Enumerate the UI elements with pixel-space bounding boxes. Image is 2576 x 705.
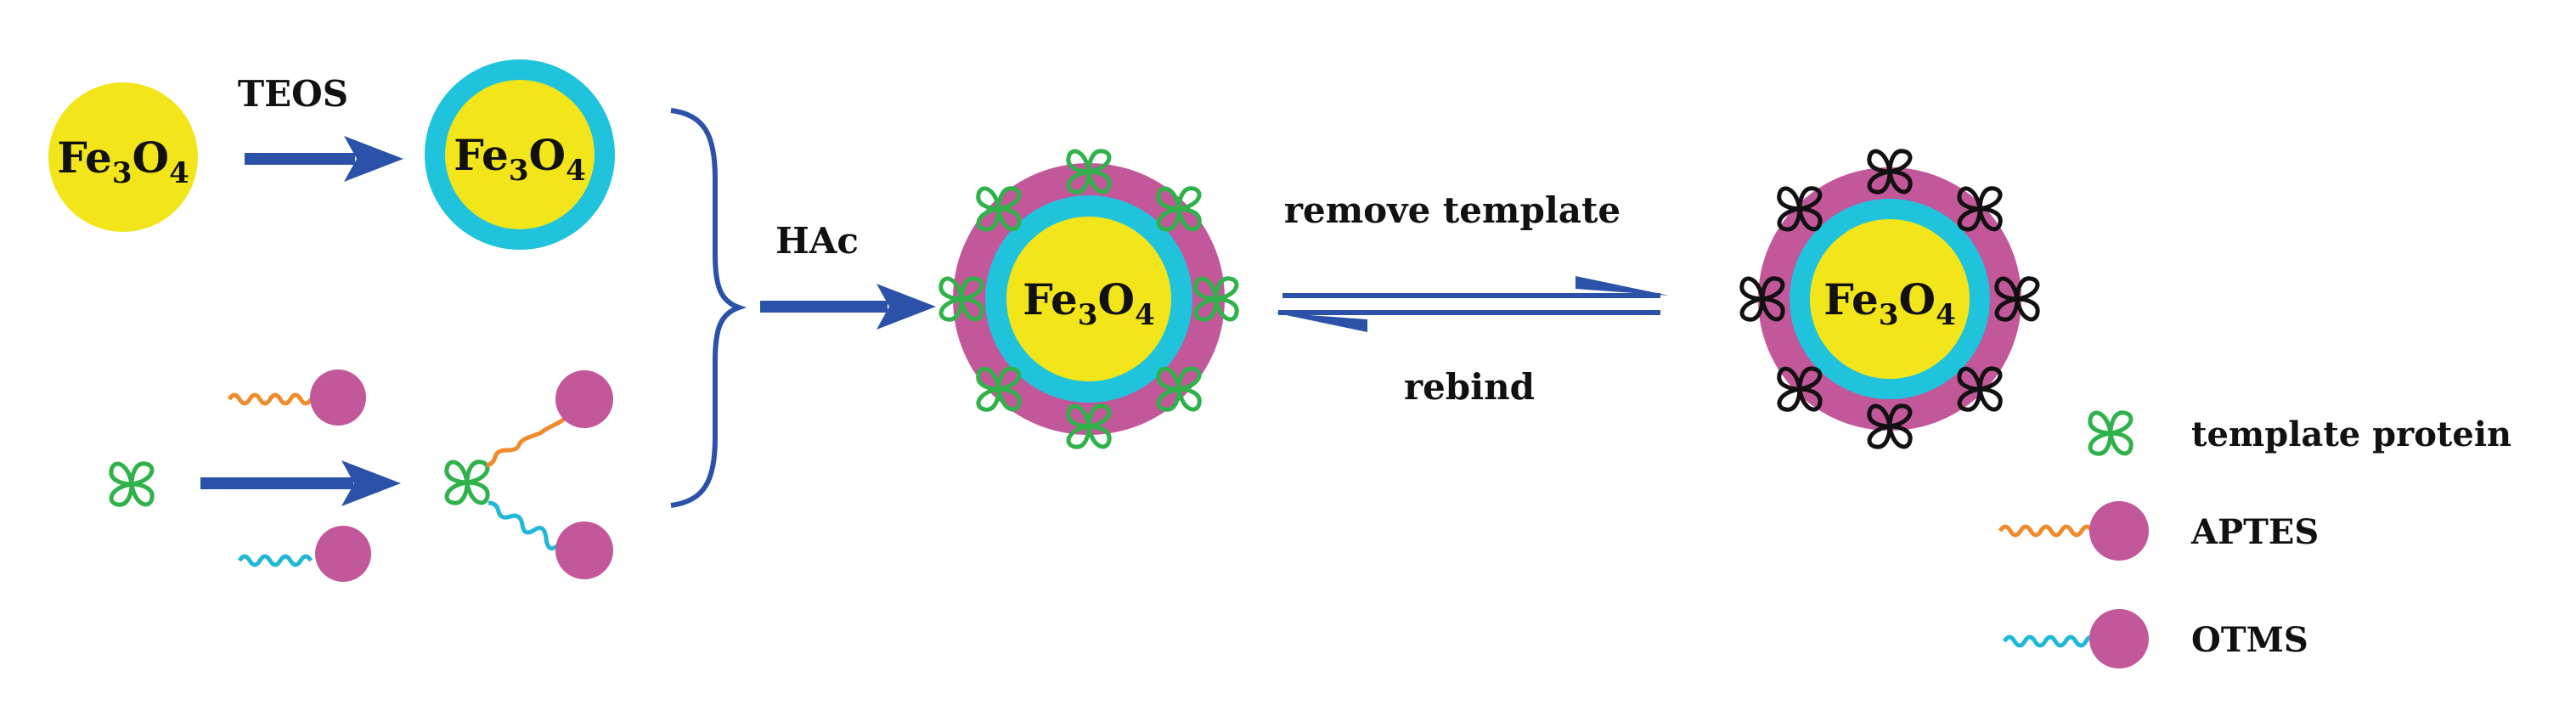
legend-otms-label: OTMS [2191,620,2308,660]
reversible-arrow [1274,276,1669,332]
hac-label: HAc [775,220,859,262]
legend-aptes-label: APTES [2190,512,2319,552]
template-protein-icon-free [111,464,152,505]
core-label-4: Fe3O4 [1823,274,1955,332]
rebind-label: rebind [1404,366,1535,408]
legend-template-protein: template protein [2090,413,2511,454]
template-protein-icon-complex [447,462,488,503]
legend-otms: OTMS [2002,609,2308,668]
curly-brace [670,108,747,508]
hac-arrow [760,284,936,330]
core-label-1: Fe3O4 [57,133,189,190]
teos-arrow [245,136,403,182]
imprinted-particle-with-template: Fe3O4 [941,151,1237,447]
teos-label: TEOS [238,73,348,115]
aptes-monomer [227,369,366,426]
assembly-arrow [200,460,401,506]
protein-monomer-complex [447,370,613,579]
otms-monomer [237,526,371,582]
legend-template-protein-label: template protein [2191,415,2511,454]
remove-template-label: remove template [1284,189,1621,231]
legend-aptes: APTES [1998,501,2319,561]
template-protein-icon-legend [2090,413,2131,454]
core-label-3: Fe3O4 [1023,274,1154,332]
imprinted-particle-cavities: Fe3O4 [1742,151,2038,447]
fe3o4-silica-particle: Fe3O4 [425,59,615,250]
legend: template protein APTES OTMS [1998,413,2511,668]
core-label-2: Fe3O4 [454,130,585,188]
fe3o4-core-bare: Fe3O4 [48,82,198,232]
